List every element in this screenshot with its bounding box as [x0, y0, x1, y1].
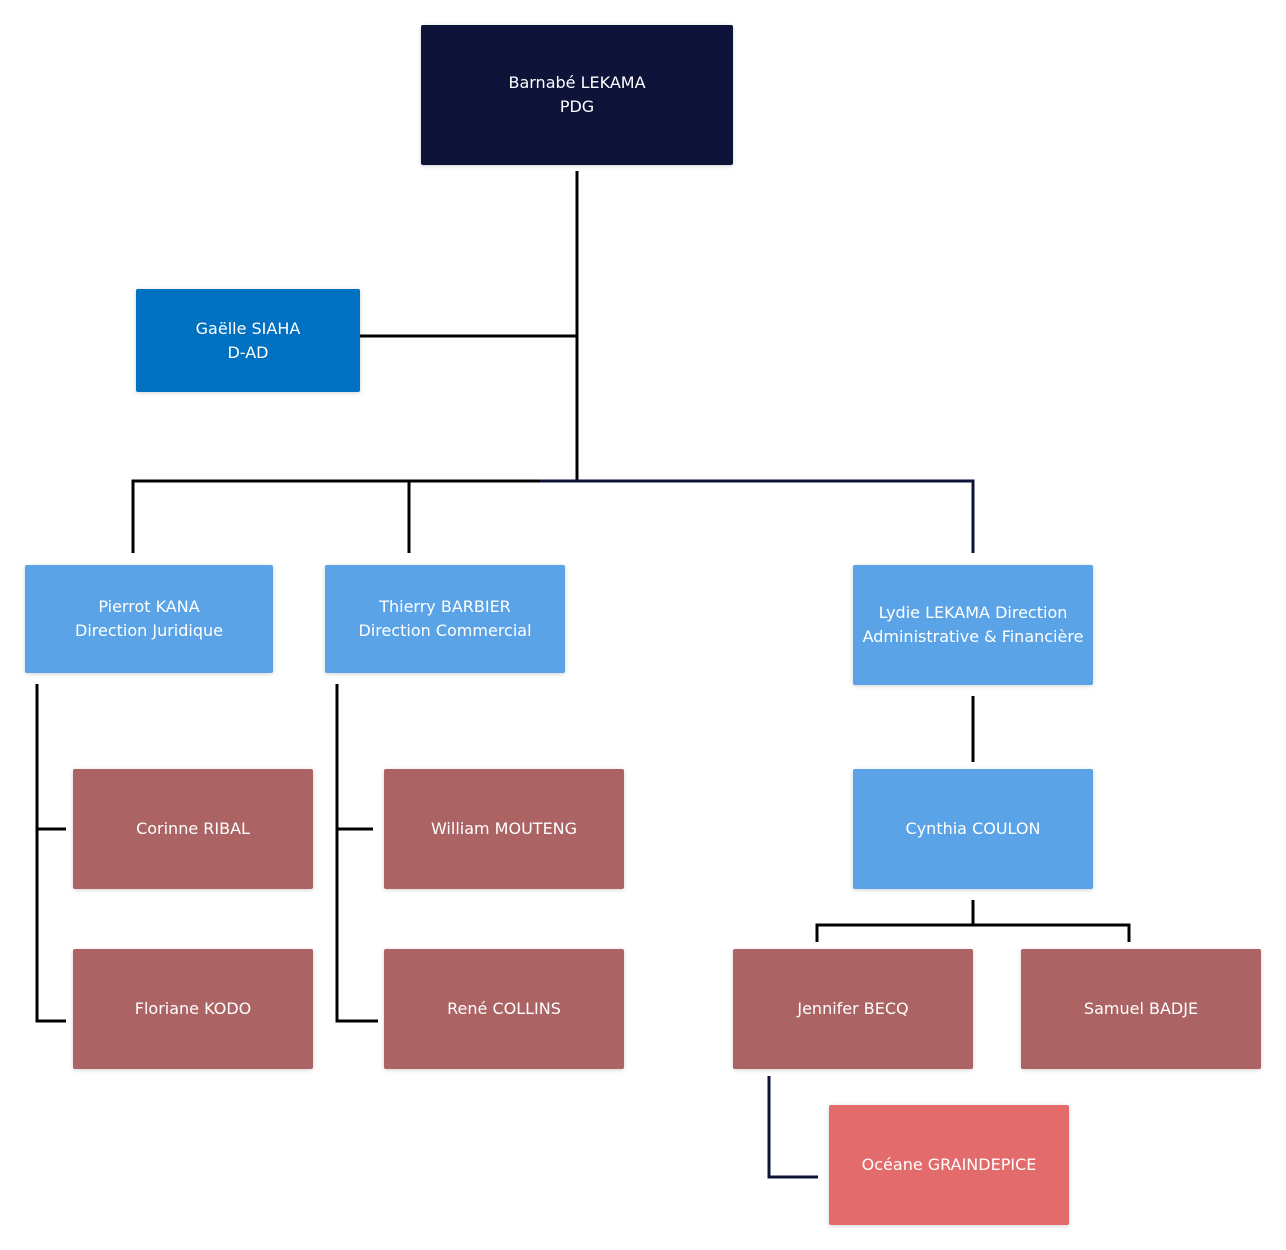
- node-finance-staff-2-name: Samuel BADJE: [1083, 999, 1199, 1018]
- connector-legal-team-bottom: [35, 829, 66, 1023]
- node-director-finance[interactable]: Lydie LEKAMA Direction Administrative & …: [853, 565, 1093, 685]
- node-commercial-staff-2-name: René COLLINS: [447, 999, 561, 1018]
- node-director-finance-line1: Lydie LEKAMA Direction: [878, 603, 1068, 622]
- node-legal-staff-1[interactable]: Corinne RIBAL: [73, 769, 313, 889]
- node-pdg-name: Barnabé LEKAMA: [508, 73, 646, 92]
- node-commercial-staff-2[interactable]: René COLLINS: [384, 949, 624, 1069]
- node-director-legal-role: Direction Juridique: [75, 621, 223, 640]
- node-assistant-role: D-AD: [227, 342, 269, 362]
- node-director-commercial-name: Thierry BARBIER: [379, 597, 511, 616]
- node-pdg[interactable]: Barnabé LEKAMA PDG: [421, 25, 733, 165]
- node-finance-manager-name: Cynthia COULON: [905, 819, 1041, 838]
- connector-coulon-staff: [815, 923, 1131, 942]
- connector-legal-team: [35, 684, 66, 831]
- connector-becq-oceane: [767, 1076, 818, 1179]
- connector-bus-right: [540, 479, 975, 553]
- connector-bus-left: [131, 479, 577, 553]
- node-finance-staff-1[interactable]: Jennifer BECQ: [733, 949, 973, 1069]
- node-director-commercial-role: Direction Commercial: [358, 621, 532, 640]
- node-pdg-role: PDG: [559, 97, 595, 116]
- node-director-legal[interactable]: Pierrot KANA Direction Juridique: [25, 565, 273, 673]
- node-assistant-name: Gaëlle SIAHA: [195, 318, 301, 338]
- node-assistant[interactable]: Gaëlle SIAHA D-AD: [136, 289, 360, 392]
- node-legal-staff-1-name: Corinne RIBAL: [136, 819, 250, 838]
- node-director-finance-line2: Administrative & Financière: [862, 627, 1084, 646]
- node-finance-staff-2[interactable]: Samuel BADJE: [1021, 949, 1261, 1069]
- connector-commercial-team: [335, 684, 373, 831]
- node-commercial-staff-1[interactable]: William MOUTENG: [384, 769, 624, 889]
- node-commercial-staff-1-name: William MOUTENG: [430, 819, 578, 838]
- node-director-commercial[interactable]: Thierry BARBIER Direction Commercial: [325, 565, 565, 673]
- node-finance-staff-1-name: Jennifer BECQ: [797, 999, 909, 1018]
- node-legal-staff-2[interactable]: Floriane KODO: [73, 949, 313, 1069]
- node-finance-junior-name: Océane GRAINDEPICE: [861, 1155, 1037, 1174]
- connector-commercial-team-bottom: [335, 829, 378, 1023]
- node-finance-junior[interactable]: Océane GRAINDEPICE: [829, 1105, 1069, 1225]
- node-finance-manager[interactable]: Cynthia COULON: [853, 769, 1093, 889]
- node-legal-staff-2-name: Floriane KODO: [134, 999, 252, 1018]
- node-director-legal-name: Pierrot KANA: [98, 597, 200, 616]
